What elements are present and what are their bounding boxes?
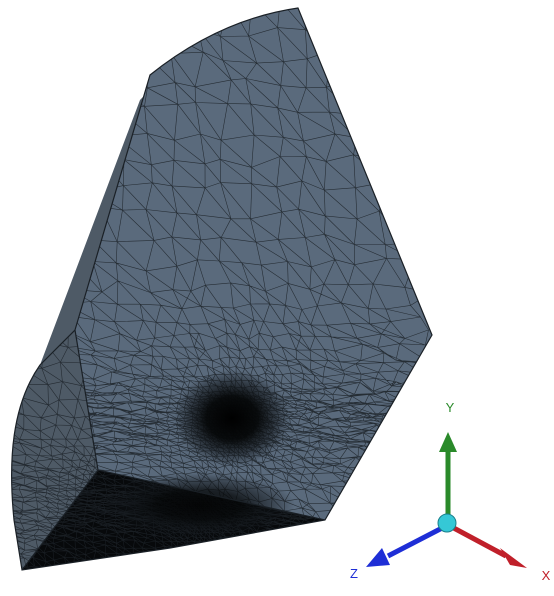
x-axis-arrow xyxy=(448,523,527,568)
triad-origin[interactable] xyxy=(437,513,457,533)
mesh-outline xyxy=(11,7,433,571)
y-axis-arrow xyxy=(439,432,457,522)
x-axis-label: X xyxy=(542,568,551,583)
mesh-refinement-tail xyxy=(105,473,295,537)
mesh-refinement-region xyxy=(174,370,290,466)
mesh-upper-band xyxy=(40,8,298,365)
y-axis-label: Y xyxy=(446,400,455,415)
z-axis-label: Z xyxy=(350,566,358,581)
z-axis-arrow xyxy=(366,523,448,567)
